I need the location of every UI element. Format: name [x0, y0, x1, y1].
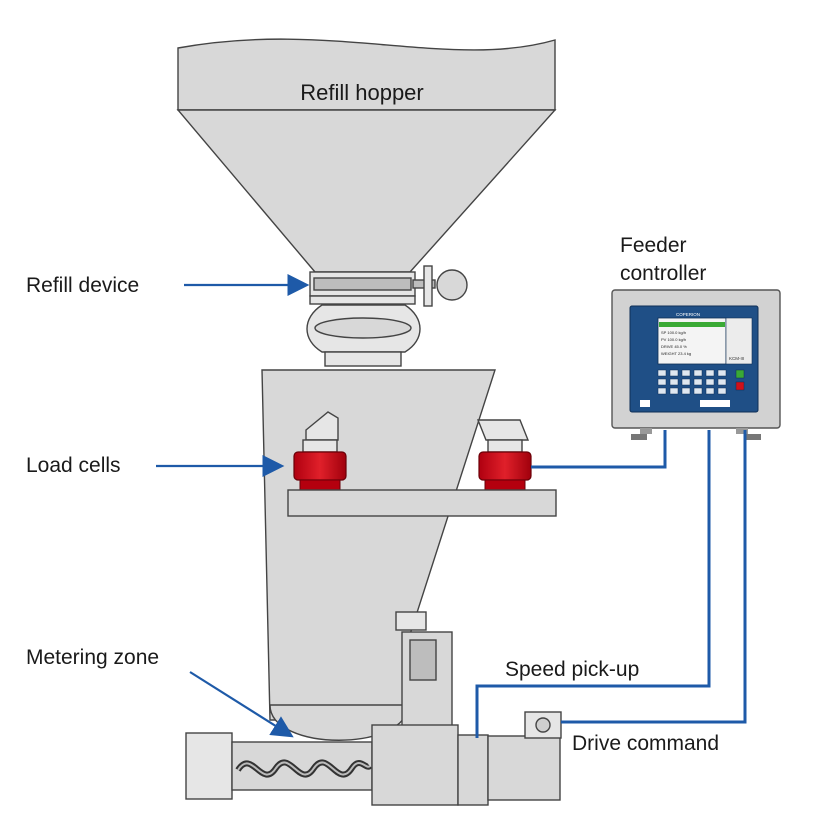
metering-zone-arrow: [189, 671, 294, 738]
controller-keypad: [657, 369, 727, 395]
drive-command-label: Drive command: [572, 732, 719, 755]
controller-brand: COPERION: [676, 312, 700, 317]
controller-screen-row-2: PV 100.0 kg/h: [661, 337, 686, 342]
refill-device-label: Refill device: [26, 274, 139, 297]
load-cells-label: Load cells: [26, 454, 121, 477]
speed-pickup-wire: [475, 430, 711, 738]
controller-screen-row-4: WEIGHT 23.4 kg: [661, 351, 691, 356]
refill-device: [306, 265, 468, 367]
refill-hopper: [176, 38, 557, 273]
weigh-platform: [287, 489, 557, 517]
drive-assembly: [371, 611, 562, 806]
feeder-controller-label-line1: Feeder: [620, 234, 687, 257]
weigh-hopper: [261, 369, 496, 741]
feeder-controller-label-line2: controller: [620, 262, 706, 285]
controller-screen-row-1: SP 100.0 kg/h: [661, 330, 686, 335]
speed-pickup-label: Speed pick-up: [505, 658, 639, 681]
drive-command-wire: [561, 430, 747, 724]
feeder-controller: COPERION SP 100.0 kg/h PV 100.0 kg/h DRI…: [611, 289, 781, 440]
refill-hopper-label: Refill hopper: [300, 80, 424, 105]
metering-zone-label: Metering zone: [26, 646, 159, 669]
start-key: [735, 369, 745, 379]
load-cell-signal-wire: [531, 430, 667, 469]
load-cell-right: [476, 419, 532, 491]
metering-screw: [185, 732, 373, 800]
load-cell-left: [293, 411, 347, 491]
controller-screen-row-3: DRIVE 45.0 %: [661, 344, 687, 349]
controller-model: KCM-III: [729, 356, 744, 361]
stop-key: [735, 381, 745, 391]
